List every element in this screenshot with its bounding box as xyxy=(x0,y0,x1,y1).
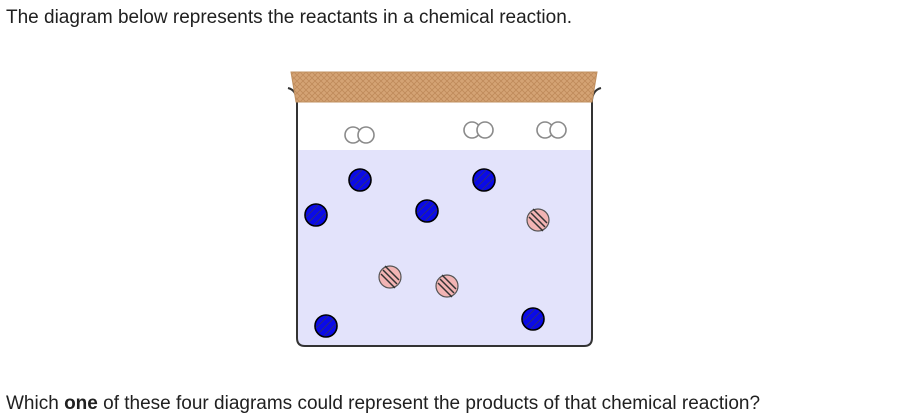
question-text: Which one of these four diagrams could r… xyxy=(6,392,760,416)
pink-particle xyxy=(378,265,402,289)
blue-particle xyxy=(521,307,545,331)
gas-molecule xyxy=(344,126,375,144)
intro-text: The diagram below represents the reactan… xyxy=(6,7,573,28)
blue-particle xyxy=(314,314,338,338)
beaker-liquid xyxy=(298,150,591,345)
question-emphasis: one xyxy=(64,393,98,414)
gas-molecule xyxy=(463,121,494,139)
blue-particle xyxy=(348,168,372,192)
pink-particle xyxy=(526,208,550,232)
beaker-lid xyxy=(290,71,598,103)
question-after: of these four diagrams could represent t… xyxy=(97,393,761,414)
blue-particle xyxy=(304,203,328,227)
pink-particle xyxy=(435,274,459,298)
question-before: Which xyxy=(6,393,65,414)
blue-particle xyxy=(472,168,496,192)
blue-particle xyxy=(415,199,439,223)
gas-molecule xyxy=(536,121,567,139)
